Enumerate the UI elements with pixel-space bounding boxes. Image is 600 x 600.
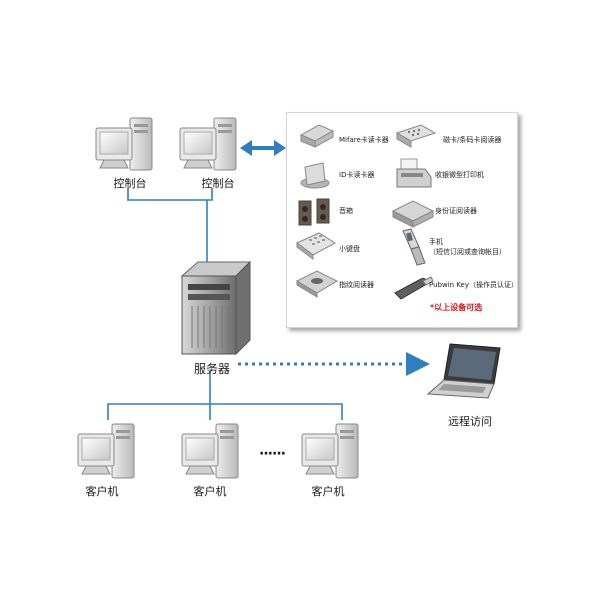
client-label: 客户机 [193,485,227,498]
clients-bus-line [107,403,343,420]
desktop-computer-icon [181,423,239,479]
desktop-computer-icon [95,117,153,171]
console-right-label: 控制台 [201,177,235,190]
device-label: ID卡读卡器 [339,171,375,179]
ellipsis-label: ······ [259,446,286,462]
device-label: 音箱 [339,207,353,215]
client-label: 客户机 [311,485,345,498]
id-scanner-icon [391,200,435,228]
device-label: 小键盘 [339,245,360,253]
device-label: 收银微型打印机 [435,171,484,179]
peripherals-panel: Mifare卡读卡器 磁卡/条码卡阅读器 ID卡读卡器 收银微型打印机 音箱 身… [286,112,518,328]
desktop-computer-icon [77,423,135,479]
card-reader-icon [299,124,335,148]
mobile-phone-icon [402,228,426,266]
device-label: Pubwin Key（操作员认证） [429,281,519,289]
optional-note: *以上设备可选 [430,303,483,312]
server-tower-icon [180,260,252,356]
receipt-printer-icon [396,158,432,188]
peripherals-icons [295,124,437,300]
connection-lines [107,188,430,420]
device-label: 身份证阅读器 [435,207,477,215]
laptop-icon [426,343,501,399]
fingerprint-reader-icon [295,270,339,298]
remote-access-label: 远程访问 [448,415,492,428]
device-label: 指纹阅读器 [339,281,374,289]
client-label: 客户机 [85,485,119,498]
server-label: 服务器 [193,362,231,376]
barcode-reader-icon [395,124,437,148]
device-label: 手机 [429,238,443,246]
double-arrow-icon [240,140,286,156]
speaker-icon [298,198,330,226]
device-label: 磁卡/条码卡阅读器 [443,136,502,144]
console-left-label: 控制台 [113,177,147,190]
device-label: （短信订阅或查询帐目） [429,248,506,256]
console-link-line [127,188,213,201]
keypad-icon [296,232,336,260]
desktop-computer-icon [179,117,237,171]
device-label: Mifare卡读卡器 [339,136,389,144]
id-card-reader-icon [300,162,330,189]
desktop-computer-icon [301,423,359,479]
usb-key-icon [394,276,434,300]
